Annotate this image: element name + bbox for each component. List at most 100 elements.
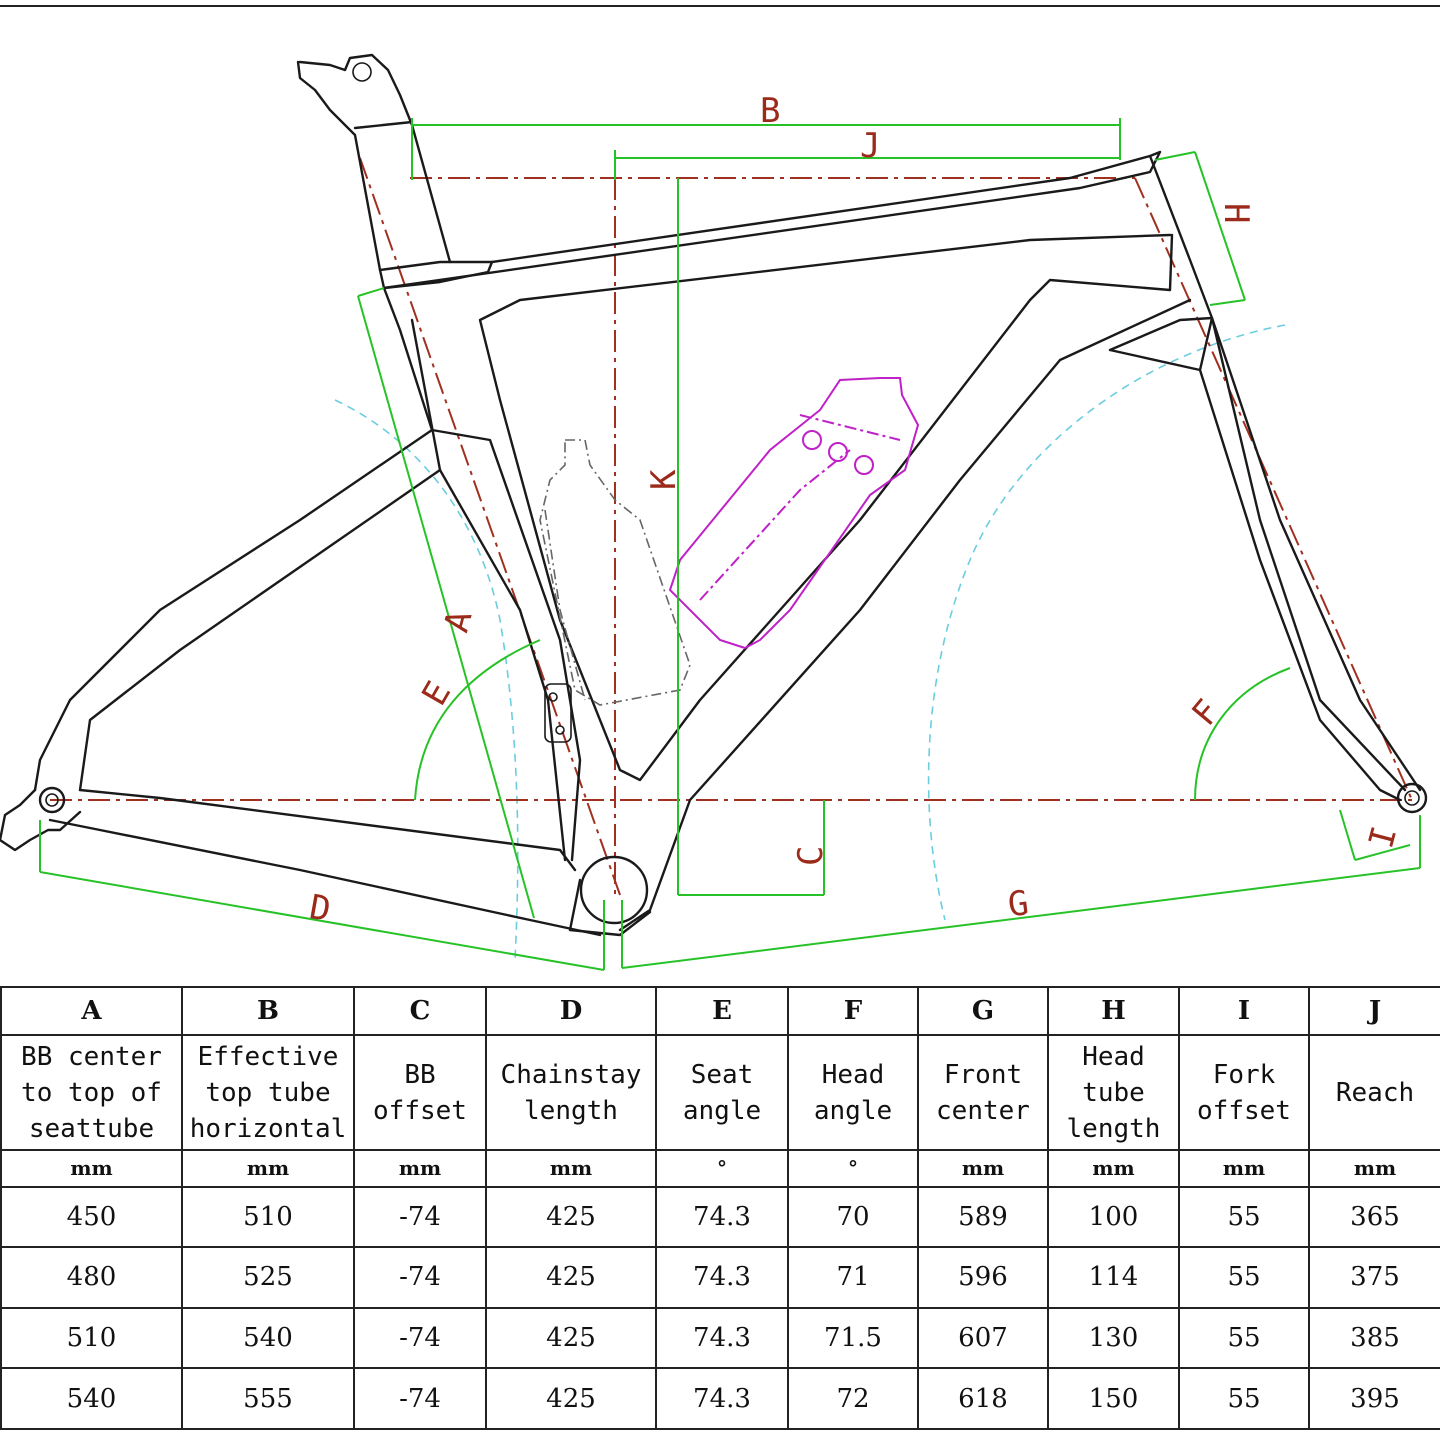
table-cell: 74.3 (655, 1185, 789, 1249)
label-i: I (1361, 822, 1405, 852)
table-cell: 425 (485, 1306, 657, 1370)
dimension-lines (39, 118, 1421, 971)
column-letter: J (1308, 986, 1440, 1036)
column-description: Reach (1308, 1033, 1440, 1152)
label-g: G (1006, 883, 1031, 925)
column-letter: B (181, 986, 355, 1036)
table-cell: 555 (181, 1367, 355, 1430)
wheel-arcs (334, 324, 1286, 961)
table-cell: -74 (353, 1306, 487, 1370)
column-unit: mm (917, 1149, 1049, 1188)
table-cell: 55 (1178, 1306, 1310, 1370)
description-line: offset (1197, 1095, 1291, 1126)
description-line: Fork (1212, 1059, 1276, 1090)
column-letter: A (0, 986, 183, 1036)
column-description: Chainstay length (485, 1033, 657, 1152)
table-cell: 100 (1047, 1185, 1180, 1249)
description-line: Head (821, 1059, 885, 1090)
table-cell: 525 (181, 1246, 355, 1309)
column-unit: mm (1178, 1149, 1310, 1188)
column-unit: ° (787, 1149, 919, 1188)
label-f: F (1184, 692, 1228, 733)
table-cell: 425 (485, 1185, 657, 1249)
bike-frame (0, 53, 1428, 937)
column-letter: I (1178, 986, 1310, 1036)
table-cell: 71 (787, 1246, 919, 1309)
table-cell: 540 (181, 1306, 355, 1370)
column-unit: mm (1308, 1149, 1440, 1188)
table-cell: 71.5 (787, 1306, 919, 1370)
bottle-grey (539, 439, 691, 706)
description-line: Front (943, 1059, 1023, 1090)
description-line: angle (813, 1095, 893, 1126)
column-letter: E (655, 986, 789, 1036)
description-line: BB center (21, 1041, 162, 1072)
table-cell: -74 (353, 1185, 487, 1249)
description-line: BB (404, 1059, 436, 1090)
column-letter: D (485, 986, 657, 1036)
dimension-labels: B J H K A E F C D G I (307, 91, 1406, 930)
table-cell: 375 (1308, 1246, 1440, 1309)
description-line: Chainstay (500, 1059, 642, 1090)
description-line: tube (1082, 1077, 1145, 1108)
description-line: horizontal (189, 1113, 347, 1144)
table-cell: 589 (917, 1185, 1049, 1249)
column-description: Front center (917, 1033, 1049, 1152)
column-description: BB offset (353, 1033, 487, 1152)
table-cell: 55 (1178, 1367, 1310, 1430)
column-unit: mm (353, 1149, 487, 1188)
column-letter: G (917, 986, 1049, 1036)
table-cell: -74 (353, 1367, 487, 1430)
table-cell: 72 (787, 1367, 919, 1430)
description-line: offset (373, 1095, 467, 1126)
frame-geometry-diagram: B J H K A E F C D G I (0, 5, 1440, 971)
table-cell: 395 (1308, 1367, 1440, 1430)
table-cell: 74.3 (655, 1306, 789, 1370)
label-k: K (644, 469, 684, 490)
column-letter: F (787, 986, 919, 1036)
column-description: Fork offset (1178, 1033, 1310, 1152)
column-unit: ° (655, 1149, 789, 1188)
label-e: E (414, 675, 459, 713)
bottle-magenta (668, 377, 920, 650)
label-a: A (437, 606, 481, 636)
table-cell: 510 (0, 1306, 183, 1370)
description-line: Reach (1335, 1077, 1415, 1108)
table-cell: 540 (0, 1367, 183, 1430)
table-cell: 70 (787, 1185, 919, 1249)
column-unit: mm (1047, 1149, 1180, 1188)
column-unit: mm (485, 1149, 657, 1188)
description-line: seattube (28, 1113, 155, 1144)
column-unit: mm (181, 1149, 355, 1188)
label-h: H (1216, 203, 1256, 223)
table-cell: 114 (1047, 1246, 1180, 1309)
table-cell: 130 (1047, 1306, 1180, 1370)
table-cell: 618 (917, 1367, 1049, 1430)
description-line: Head (1082, 1041, 1145, 1072)
column-unit: mm (0, 1149, 183, 1188)
table-cell: -74 (353, 1246, 487, 1309)
table-cell: 480 (0, 1246, 183, 1309)
table-cell: 74.3 (655, 1246, 789, 1309)
label-b: B (760, 91, 780, 131)
table-cell: 365 (1308, 1185, 1440, 1249)
description-line: Effective (197, 1041, 339, 1072)
description-line: center (936, 1095, 1030, 1126)
column-letter: H (1047, 986, 1180, 1036)
label-j: J (860, 126, 880, 166)
label-c: C (791, 846, 831, 866)
table-cell: 74.3 (655, 1367, 789, 1430)
label-d: D (307, 887, 334, 930)
description-line: length (1066, 1113, 1161, 1144)
table-cell: 450 (0, 1185, 183, 1249)
centerlines (50, 157, 1415, 896)
description-line: length (524, 1095, 618, 1126)
